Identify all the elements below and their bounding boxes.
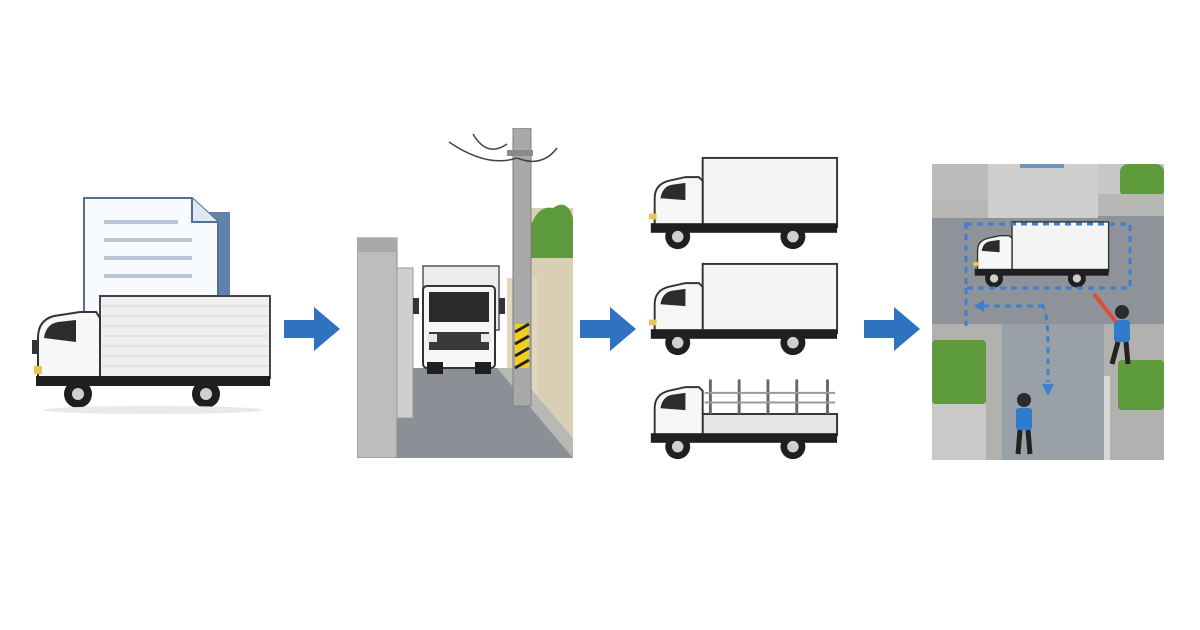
arrow-right-icon	[864, 307, 920, 351]
step-intersection-guide	[932, 164, 1164, 460]
intersection-guide-icon	[932, 164, 1164, 460]
truck-box-low	[647, 156, 839, 251]
truck-box-high	[647, 262, 839, 357]
step-truck-types	[644, 152, 844, 462]
pedestrian-person	[1015, 393, 1033, 455]
step-document-truck	[28, 190, 278, 420]
narrow-road-truck-icon	[357, 128, 573, 458]
arrow-3	[864, 307, 920, 351]
arrow-right-icon	[284, 307, 340, 351]
truck-types-icon	[647, 156, 839, 461]
arrow-2	[580, 307, 636, 351]
arrow-right-icon	[580, 307, 636, 351]
arrow-1	[284, 307, 340, 351]
step-narrow-road	[357, 128, 573, 458]
truck-flatbed	[649, 377, 839, 461]
traffic-guide-person	[1092, 292, 1131, 365]
document-truck-icon	[32, 197, 271, 414]
